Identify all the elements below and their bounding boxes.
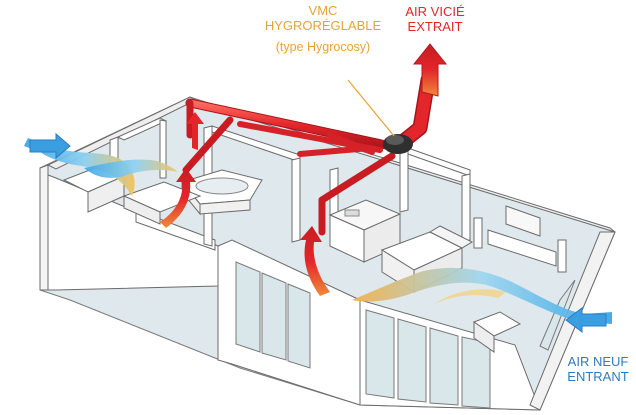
exhaust-label-line1: AIR VICIÉ xyxy=(405,4,465,19)
glass-doors xyxy=(235,261,576,409)
intake-arrow-left xyxy=(29,132,71,160)
intake-label: AIR NEUF ENTRANT xyxy=(558,354,636,385)
intake-arrow-right xyxy=(565,307,607,333)
vmc-label-line3: (type Hygrocosy) xyxy=(275,39,371,54)
interior-walls xyxy=(109,117,471,251)
vmc-unit xyxy=(383,134,413,154)
vmc-leader-line xyxy=(347,79,395,137)
intake-label-line1: AIR NEUF xyxy=(567,354,629,369)
vmc-label: VMC HYGRORÉGLABLE (type Hygrocosy) xyxy=(238,3,408,54)
vmc-label-line1: VMC xyxy=(308,3,338,18)
armchair xyxy=(472,311,522,353)
vmc-label-line2: HYGRORÉGLABLE xyxy=(264,17,382,33)
exhaust-label: AIR VICIÉ EXTRAIT xyxy=(392,4,478,35)
tv-cabinet xyxy=(473,205,567,273)
bed xyxy=(122,181,202,225)
exhaust-label-line2: EXTRAIT xyxy=(407,18,463,34)
exhaust-arrow xyxy=(412,43,448,97)
left-exterior-wall xyxy=(39,164,49,291)
room-extraction-arrows xyxy=(160,112,330,296)
extraction-ducts xyxy=(182,72,436,236)
intake-label-line2: ENTRANT xyxy=(567,368,629,384)
